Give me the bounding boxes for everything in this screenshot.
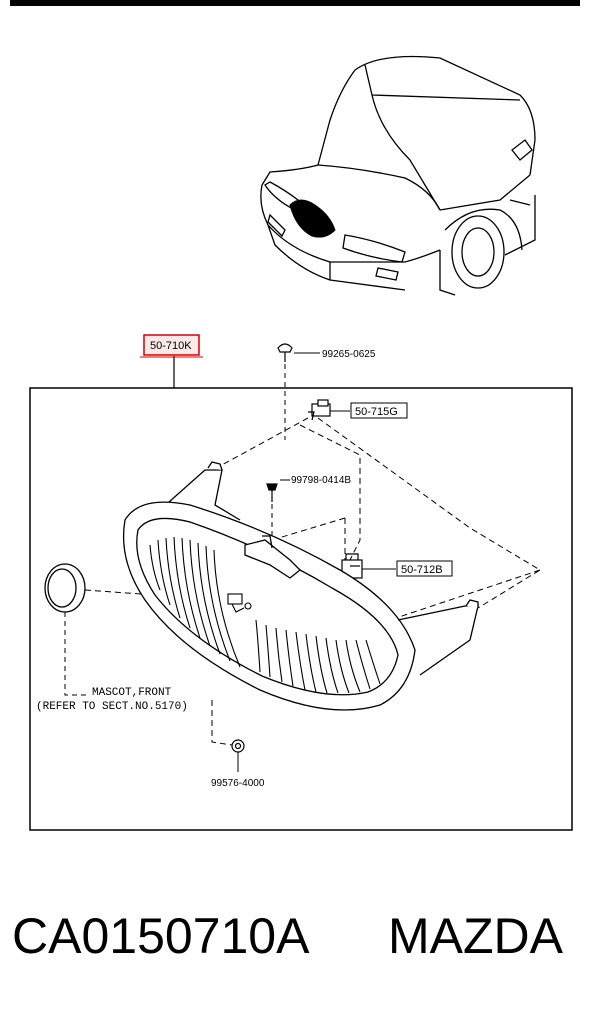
brand-name: MAZDA bbox=[388, 908, 563, 964]
grille-assembly bbox=[122, 461, 479, 711]
car-illustration bbox=[260, 55, 536, 296]
clip-side-box[interactable] bbox=[396, 560, 453, 577]
mascot-label-line1: MASCOT,FRONT bbox=[92, 687, 172, 699]
car-grille-highlight bbox=[289, 199, 336, 238]
parts-diagram: 50-710K 99265-0625 50-715G 99798-0414B 5… bbox=[29, 55, 573, 831]
caption: CA0150710A MAZDA bbox=[0, 896, 600, 976]
clip-side-label: 50-712B bbox=[401, 564, 443, 576]
part-code: CA0150710A bbox=[12, 908, 310, 964]
nut-bottom-label: 99576-4000 bbox=[211, 778, 265, 789]
main-part-number: 50-710K bbox=[150, 340, 192, 352]
screw-label: 99798-0414B bbox=[291, 475, 351, 486]
bracket-upper-icon bbox=[308, 399, 331, 421]
clip-top-icon bbox=[277, 343, 293, 362]
assembly-frame bbox=[29, 387, 573, 831]
screw-icon bbox=[266, 483, 278, 502]
nut-bottom-icon bbox=[231, 739, 245, 753]
main-part-box[interactable] bbox=[143, 334, 200, 356]
mascot-label-line2: (REFER TO SECT.NO.5170) bbox=[36, 701, 188, 713]
mascot-front-icon bbox=[44, 563, 86, 613]
top-rule bbox=[10, 0, 580, 6]
bracket-upper-box[interactable] bbox=[350, 402, 408, 419]
bracket-upper-label: 50-715G bbox=[355, 406, 398, 418]
emblem-mount bbox=[227, 593, 252, 613]
grille-slats bbox=[149, 536, 381, 694]
clip-top-label: 99265-0625 bbox=[322, 349, 376, 360]
